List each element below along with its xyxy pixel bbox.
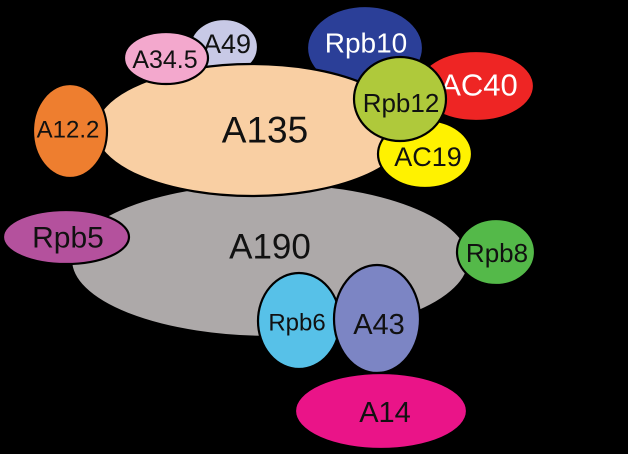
subunit-rpb6: Rpb6 bbox=[256, 271, 342, 371]
rpb5-ellipse bbox=[1, 208, 131, 266]
rpb8-ellipse bbox=[455, 217, 537, 287]
a14-ellipse bbox=[293, 371, 469, 451]
subunit-rpb5: Rpb5 bbox=[1, 208, 131, 266]
subunit-rpb8: Rpb8 bbox=[455, 217, 537, 287]
subunit-a34_5: A34.5 bbox=[122, 30, 210, 86]
subunit-a12_2: A12.2 bbox=[31, 82, 109, 180]
rpb12-ellipse bbox=[352, 55, 448, 143]
rpb6-ellipse bbox=[256, 271, 342, 371]
a43-ellipse bbox=[332, 263, 422, 375]
subunit-rpb12: Rpb12 bbox=[352, 55, 448, 143]
subunit-a43: A43 bbox=[332, 263, 422, 375]
a12_2-ellipse bbox=[31, 82, 109, 180]
a34_5-ellipse bbox=[122, 30, 210, 86]
subunit-a14: A14 bbox=[293, 371, 469, 451]
